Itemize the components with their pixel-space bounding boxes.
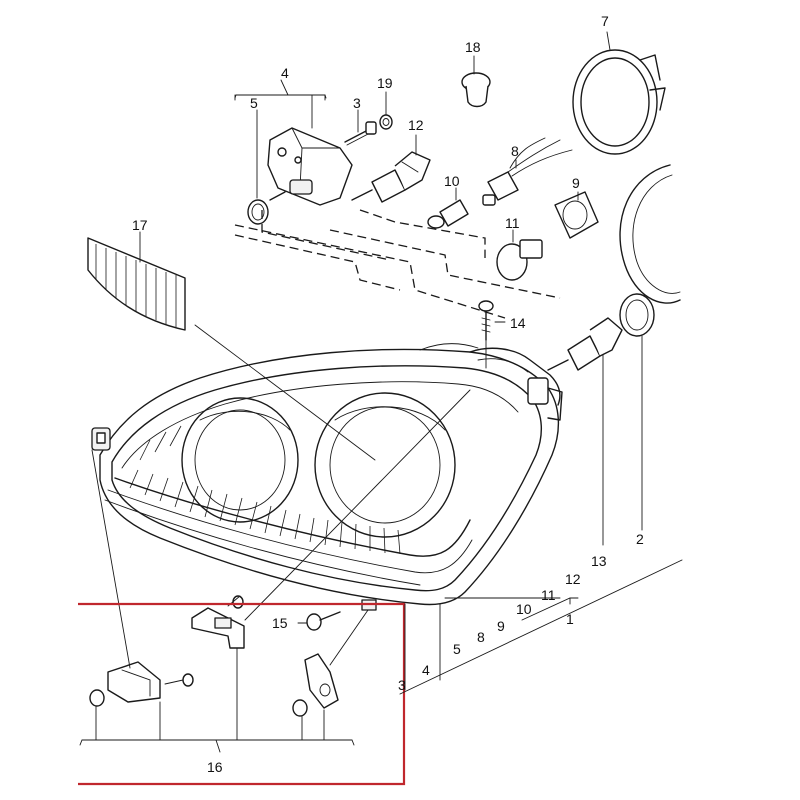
part-4-leveling-motor [267, 127, 353, 206]
part-labels: 4 5 3 19 12 18 7 8 10 9 11 17 14 13 2 15… [132, 13, 644, 775]
label-part-18: 18 [465, 39, 481, 55]
label-part-13: 13 [591, 553, 607, 569]
mounting-tab-left [91, 427, 111, 451]
label-part-2: 2 [636, 531, 644, 547]
repair-bracket-right [292, 599, 377, 741]
label-index-3: 3 [398, 677, 406, 693]
headlight-housing [99, 343, 563, 606]
part-7-cover-ring [572, 31, 666, 155]
label-index-9: 9 [497, 618, 505, 634]
label-part-8: 8 [511, 143, 519, 159]
label-part-15: 15 [272, 615, 288, 631]
projector-lens-right [314, 392, 456, 538]
projector-lens-left [181, 397, 299, 523]
bracket-4-5 [234, 79, 327, 129]
label-part-14: 14 [510, 315, 526, 331]
label-index-4: 4 [422, 662, 430, 678]
label-index-11: 11 [541, 587, 556, 603]
label-part-12: 12 [408, 117, 424, 133]
label-index-10: 10 [516, 601, 532, 617]
part-15-screw [297, 611, 341, 631]
repair-kit-highlight-frame [78, 602, 406, 786]
part-19-washer [379, 91, 393, 130]
housing-cap-right [619, 164, 681, 304]
bezel-hatching [129, 425, 401, 555]
label-index-8: 8 [477, 629, 485, 645]
part-9-socket [554, 191, 599, 239]
assembly-dashed-lines [234, 209, 561, 319]
part-2-lamp-holder [619, 293, 655, 531]
label-part-5: 5 [250, 95, 258, 111]
part-11-turn-bulb [496, 229, 543, 281]
repair-bracket-left [89, 449, 194, 741]
label-part-9: 9 [572, 175, 580, 191]
label-index-12: 12 [565, 571, 581, 587]
part-18-cap-plug [461, 55, 491, 108]
label-index-5: 5 [453, 641, 461, 657]
part-10-small-bulb [427, 187, 469, 229]
label-part-17: 17 [132, 217, 148, 233]
index-leader-lines [399, 559, 683, 695]
label-part-7: 7 [601, 13, 609, 29]
part-14-screw [478, 300, 506, 369]
label-part-1: 1 [566, 611, 574, 627]
label-part-4: 4 [281, 65, 289, 81]
part-8-bulb-socket [482, 137, 573, 206]
label-part-10: 10 [444, 173, 460, 189]
part-3-screw [344, 109, 377, 146]
part-5-o-ring [247, 109, 269, 225]
part-12-bulb [351, 134, 431, 203]
bracket-16 [79, 739, 355, 753]
repair-tab-center [191, 389, 471, 741]
label-part-19: 19 [377, 75, 393, 91]
part-13-bulb [547, 317, 623, 546]
label-part-16: 16 [207, 759, 223, 775]
label-part-3: 3 [353, 95, 361, 111]
part-17-cover-film [87, 231, 376, 461]
label-part-11: 11 [505, 215, 520, 231]
